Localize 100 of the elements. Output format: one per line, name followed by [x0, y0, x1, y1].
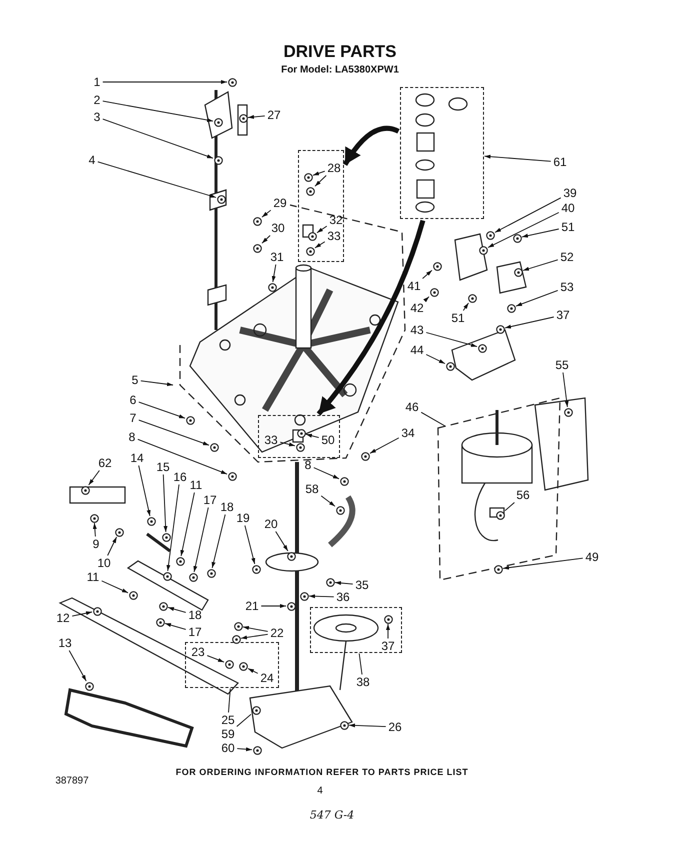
small-part-drawing: [486, 230, 494, 240]
leader-line: [316, 226, 328, 234]
small-part-drawing: [188, 572, 198, 582]
small-part-drawing: [234, 622, 242, 630]
leader-line: [504, 502, 515, 512]
small-part-drawing: [252, 564, 260, 574]
callout-number: 60: [220, 742, 236, 754]
callout-number: 9: [92, 538, 100, 550]
leader-line: [107, 536, 118, 556]
callout-number: 33: [263, 434, 279, 446]
leader-line: [193, 507, 209, 572]
callout-number: 10: [96, 557, 112, 569]
leader-line: [420, 412, 446, 426]
dashed-group-box: [185, 642, 279, 688]
small-part-drawing: [512, 234, 522, 242]
leader-line: [488, 212, 560, 248]
callout-number: 15: [155, 461, 171, 473]
small-part-drawing: [162, 572, 172, 580]
title: DRIVE PARTS: [283, 42, 397, 62]
callout-number: 46: [404, 401, 420, 413]
callout-number: 26: [387, 721, 403, 733]
leader-line: [275, 531, 288, 552]
leader-line: [180, 492, 195, 556]
callout-number: 56: [515, 489, 531, 501]
callout-number: 55: [554, 359, 570, 371]
callout-number: 2: [92, 94, 102, 106]
callout-number: 36: [335, 591, 351, 603]
callout-number: 24: [259, 672, 275, 684]
callout-number: 31: [269, 251, 285, 263]
leader-line: [370, 437, 400, 454]
leader-line: [236, 747, 252, 752]
small-part-drawing: [128, 590, 138, 600]
small-part-drawing: [228, 472, 236, 480]
small-part-drawing: [238, 662, 248, 670]
small-part-drawing: [158, 602, 168, 610]
leader-line: [386, 624, 390, 639]
small-part-drawing: [506, 304, 516, 312]
leader-line: [502, 558, 584, 570]
leader-line: [426, 354, 446, 364]
callout-number: 42: [409, 302, 425, 314]
curved-arrow: [316, 220, 426, 416]
small-part-drawing: [360, 452, 370, 460]
small-part-drawing: [214, 156, 222, 164]
leader-line: [168, 606, 186, 613]
small-part-drawing: [176, 556, 184, 566]
callout-number: 5: [130, 374, 140, 386]
callout-number: 8: [128, 431, 136, 443]
small-part-drawing: [446, 362, 454, 370]
leader-line: [138, 402, 186, 419]
leader-line: [206, 655, 224, 663]
callout-number: 30: [270, 222, 286, 234]
callout-number: 14: [129, 452, 145, 464]
callout-number: 38: [355, 676, 371, 688]
callout-number: 12: [55, 612, 71, 624]
callout-number: 62: [97, 457, 113, 469]
dashed-group-box: [310, 607, 402, 653]
leader-line: [358, 653, 362, 675]
callout-number: 41: [406, 280, 422, 292]
leader-line: [68, 650, 87, 682]
small-part-drawing: [146, 516, 156, 526]
callout-number: 7: [128, 412, 138, 424]
leader-line: [162, 474, 168, 532]
callout-number: 1: [92, 76, 102, 88]
callout-number: 34: [400, 427, 416, 439]
callout-number: 19: [235, 512, 251, 524]
leader-line: [236, 714, 252, 727]
drawing-number: 387897: [55, 776, 89, 786]
leader-line: [242, 626, 268, 632]
leader-line: [248, 114, 266, 119]
leader-line: [102, 80, 228, 84]
leader-line: [166, 484, 180, 572]
leader-line: [422, 270, 432, 279]
leader-line: [262, 210, 272, 218]
callout-number: 52: [559, 251, 575, 263]
leader-line: [102, 118, 214, 159]
leader-line: [516, 290, 558, 307]
callout-number: 37: [380, 640, 396, 652]
callout-number: 4: [88, 154, 96, 166]
small-part-drawing: [224, 660, 234, 668]
callout-number: 58: [304, 483, 320, 495]
leader-line: [92, 522, 97, 537]
callout-number: 53: [559, 281, 575, 293]
leader-line: [562, 372, 569, 408]
leader-line: [212, 514, 226, 568]
callout-number: 17: [187, 626, 203, 638]
page-number: 4: [317, 786, 323, 796]
leader-line: [306, 434, 320, 438]
leader-line: [462, 302, 469, 311]
callout-number: 28: [326, 162, 342, 174]
small-part-drawing: [468, 294, 476, 302]
small-part-drawing: [306, 186, 314, 196]
dashed-group-box: [258, 415, 340, 458]
leader-line: [308, 594, 334, 598]
small-part-drawing: [210, 442, 218, 452]
small-part-drawing: [114, 528, 124, 536]
callout-number: 22: [269, 627, 285, 639]
callout-number: 49: [584, 551, 600, 563]
callout-number: 20: [263, 518, 279, 530]
small-part-drawing: [286, 602, 296, 610]
callout-number: 43: [409, 324, 425, 336]
